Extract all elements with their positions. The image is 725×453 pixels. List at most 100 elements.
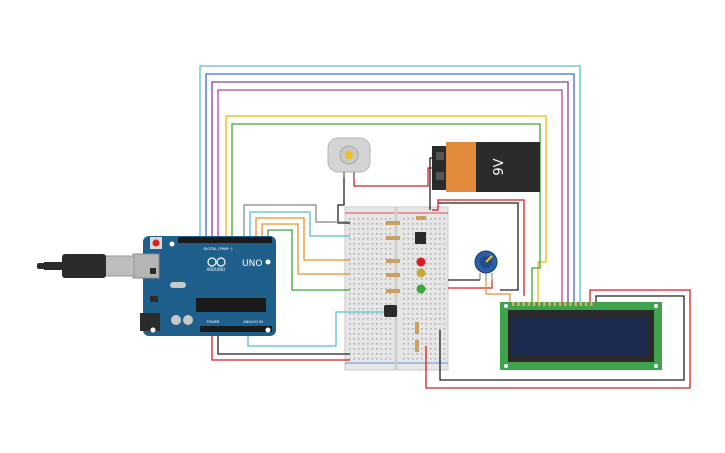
breadboard-hole bbox=[430, 218, 432, 220]
breadboard-hole bbox=[389, 338, 392, 340]
breadboard-hole bbox=[358, 233, 360, 235]
breadboard-hole bbox=[376, 358, 378, 360]
breadboard-hole bbox=[380, 263, 383, 265]
breadboard-hole bbox=[371, 223, 374, 225]
breadboard-hole bbox=[380, 258, 383, 260]
breadboard-hole bbox=[362, 273, 365, 275]
breadboard-hole bbox=[407, 333, 410, 335]
breadboard-hole bbox=[385, 353, 387, 355]
breadboard-hole bbox=[380, 228, 383, 230]
breadboard-hole bbox=[434, 278, 437, 280]
breadboard-hole bbox=[362, 223, 365, 225]
breadboard-hole bbox=[439, 248, 441, 250]
breadboard-hole bbox=[407, 218, 410, 220]
breadboard-hole bbox=[403, 353, 405, 355]
breadboard-hole bbox=[412, 283, 414, 285]
breadboard-hole bbox=[425, 278, 428, 280]
breadboard-hole bbox=[389, 293, 392, 295]
lcd-pin bbox=[522, 302, 525, 306]
breadboard-hole bbox=[367, 353, 369, 355]
breadboard-hole bbox=[434, 293, 437, 295]
breadboard-hole bbox=[358, 253, 360, 255]
breadboard-hole bbox=[376, 278, 378, 280]
breadboard-hole bbox=[443, 263, 446, 265]
breadboard-hole bbox=[362, 258, 365, 260]
breadboard-hole bbox=[376, 343, 378, 345]
breadboard-hole bbox=[421, 353, 423, 355]
breadboard-hole bbox=[403, 333, 405, 335]
breadboard-hole bbox=[376, 228, 378, 230]
breadboard-hole bbox=[425, 233, 428, 235]
breadboard-hole bbox=[389, 233, 392, 235]
wire-blue bbox=[205, 73, 575, 302]
wire-gray bbox=[243, 204, 350, 236]
power-label: POWER bbox=[207, 320, 221, 324]
breadboard-hole bbox=[389, 248, 392, 250]
breadboard-hole bbox=[443, 243, 446, 245]
breadboard-hole bbox=[367, 323, 369, 325]
breadboard-hole bbox=[362, 243, 365, 245]
breadboard-hole bbox=[376, 238, 378, 240]
breadboard-hole bbox=[416, 248, 419, 250]
breadboard-hole bbox=[380, 223, 383, 225]
breadboard-hole bbox=[412, 243, 414, 245]
breadboard-hole bbox=[407, 223, 410, 225]
breadboard-hole bbox=[362, 343, 365, 345]
breadboard-hole bbox=[376, 293, 378, 295]
potentiometer bbox=[474, 250, 498, 280]
breadboard-hole bbox=[416, 318, 419, 320]
breadboard-hole bbox=[403, 298, 405, 300]
breadboard-hole bbox=[407, 343, 410, 345]
breadboard-hole bbox=[367, 243, 369, 245]
breadboard-hole bbox=[385, 293, 387, 295]
breadboard-hole bbox=[349, 313, 351, 315]
breadboard-hole bbox=[353, 318, 356, 320]
breadboard-hole bbox=[376, 233, 378, 235]
breadboard-hole bbox=[380, 253, 383, 255]
breadboard-hole bbox=[376, 223, 378, 225]
breadboard-hole bbox=[376, 298, 378, 300]
breadboard-hole bbox=[362, 333, 365, 335]
breadboard-hole bbox=[434, 313, 437, 315]
breadboard-hole bbox=[376, 318, 378, 320]
lcd-pin bbox=[538, 302, 541, 306]
breadboard-hole bbox=[434, 338, 437, 340]
breadboard-hole bbox=[362, 298, 365, 300]
breadboard-hole bbox=[380, 238, 383, 240]
breadboard-hole bbox=[412, 313, 414, 315]
resistor-4 bbox=[386, 259, 400, 263]
breadboard-hole bbox=[430, 283, 432, 285]
breadboard-hole bbox=[385, 253, 387, 255]
breadboard-hole bbox=[412, 273, 414, 275]
breadboard-hole bbox=[412, 293, 414, 295]
breadboard-hole bbox=[412, 248, 414, 250]
breadboard-hole bbox=[403, 228, 405, 230]
breadboard-hole bbox=[385, 298, 387, 300]
breadboard-hole bbox=[380, 358, 383, 360]
breadboard-hole bbox=[443, 258, 446, 260]
led-yellow bbox=[416, 268, 426, 278]
breadboard-hole bbox=[439, 228, 441, 230]
breadboard-hole bbox=[353, 223, 356, 225]
breadboard-hole bbox=[425, 333, 428, 335]
breadboard-hole bbox=[371, 263, 374, 265]
breadboard-hole bbox=[349, 283, 351, 285]
resistor-7 bbox=[415, 322, 419, 334]
breadboard-hole bbox=[434, 263, 437, 265]
lcd-pin bbox=[569, 302, 572, 306]
breadboard-hole bbox=[358, 243, 360, 245]
breadboard-hole bbox=[443, 308, 446, 310]
breadboard-hole bbox=[376, 288, 378, 290]
breadboard-hole bbox=[443, 223, 446, 225]
breadboard-hole bbox=[407, 273, 410, 275]
breadboard-hole bbox=[353, 233, 356, 235]
breadboard-hole bbox=[421, 358, 423, 360]
digital-label: DIGITAL (PWM~) bbox=[203, 247, 233, 251]
breadboard-hole bbox=[385, 228, 387, 230]
breadboard-hole bbox=[362, 328, 365, 330]
wire-cyan-btn bbox=[247, 311, 384, 347]
breadboard-hole bbox=[403, 268, 405, 270]
breadboard-hole bbox=[434, 248, 437, 250]
breadboard-hole bbox=[358, 218, 360, 220]
